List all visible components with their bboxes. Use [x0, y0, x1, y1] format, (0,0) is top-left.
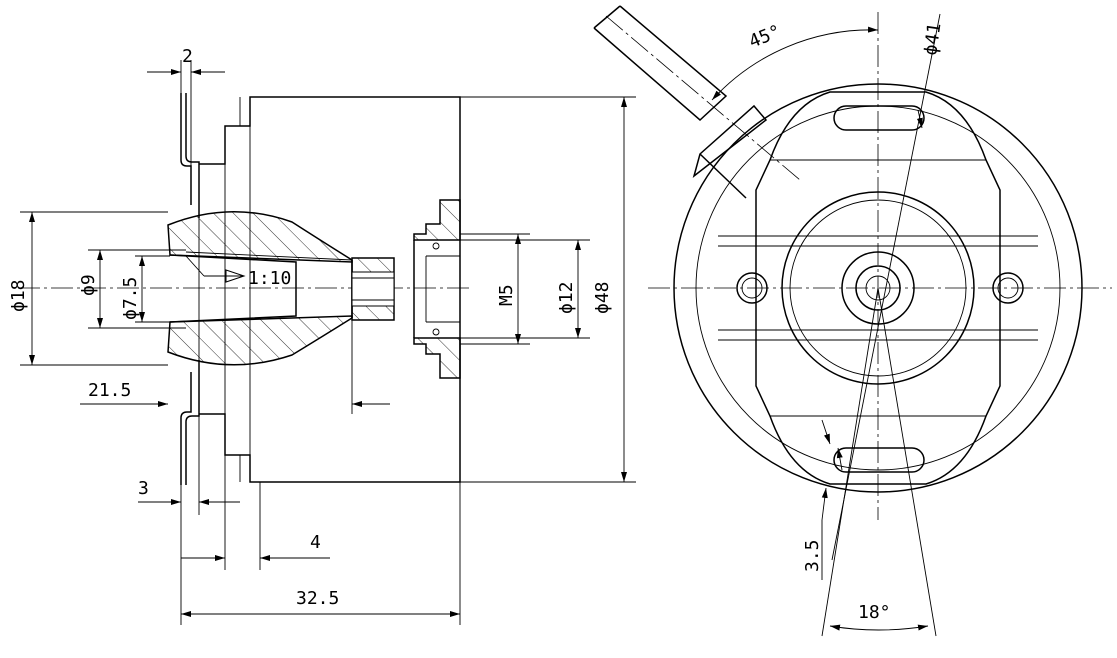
front-view: 45° ϕ41 3.5 18°: [593, 5, 1112, 637]
dim-cone-diameter: ϕ18: [8, 211, 168, 366]
cone-section-bottom: [167, 315, 353, 366]
label-overall-length: 32.5: [296, 588, 339, 609]
dim-step-length: 4: [181, 455, 330, 570]
dim-body-diameter: ϕ48: [460, 96, 636, 483]
bore-taper-line: [185, 251, 353, 261]
shaft-circle: [855, 265, 901, 311]
label-slot-width: 3.5: [802, 539, 823, 572]
taper-callout: 1:10: [185, 255, 291, 289]
hub-bore: [841, 251, 915, 325]
dim-thread: M5: [460, 233, 530, 345]
right-mount-hole: [992, 272, 1024, 304]
cable-gland: [593, 5, 801, 199]
bottom-slot: [833, 447, 925, 473]
label-bore-diameter: ϕ9: [78, 274, 99, 296]
dim-slot-angle: 18°: [821, 287, 937, 637]
dim-hub-diameter: ϕ12: [460, 239, 590, 339]
bore-outline: [169, 254, 297, 323]
rear-cover-bottom: [413, 337, 461, 379]
dim-mounting-circle: ϕ41: [831, 13, 945, 561]
dim-cable-angle: 45°: [711, 21, 879, 101]
label-flange-offset: 3: [138, 478, 149, 499]
label-shaft-depth: 21.5: [88, 380, 131, 401]
dim-flange-thickness: 2: [147, 46, 225, 166]
outer-body-circle: [673, 83, 1083, 493]
label-thread: M5: [496, 284, 517, 306]
left-mount-hole: [736, 272, 768, 304]
side-view: 2 ϕ18 ϕ9 ϕ7.5: [8, 46, 636, 625]
cone-section-top: [167, 211, 353, 263]
dim-flange-offset: 3: [138, 414, 240, 515]
label-cone-diameter: ϕ18: [8, 279, 29, 312]
label-cable-angle: 45°: [746, 21, 784, 53]
label-hub-diameter: ϕ12: [556, 281, 577, 314]
label-step-length: 4: [310, 532, 321, 553]
label-taper: 1:10: [248, 268, 291, 289]
label-mounting-circle: ϕ41: [920, 22, 945, 57]
dim-shaft-diameter: ϕ7.5: [120, 255, 170, 323]
label-body-diameter: ϕ48: [592, 281, 613, 314]
rear-cover-top: [413, 199, 461, 241]
dim-bore-diameter: ϕ9: [78, 249, 186, 329]
top-slot: [833, 105, 925, 131]
flange-inner-edge: [185, 93, 200, 485]
housing-step: [199, 96, 461, 483]
dim-overall-length: 32.5: [180, 482, 461, 625]
label-flange-thickness: 2: [182, 46, 193, 67]
dim-shaft-depth: 21.5: [80, 320, 390, 414]
label-slot-angle: 18°: [858, 602, 891, 623]
label-shaft-diameter: ϕ7.5: [120, 277, 141, 320]
dim-slot-width: 3.5: [802, 419, 831, 580]
hub-outer: [781, 191, 975, 385]
mounting-flange: [180, 93, 192, 485]
